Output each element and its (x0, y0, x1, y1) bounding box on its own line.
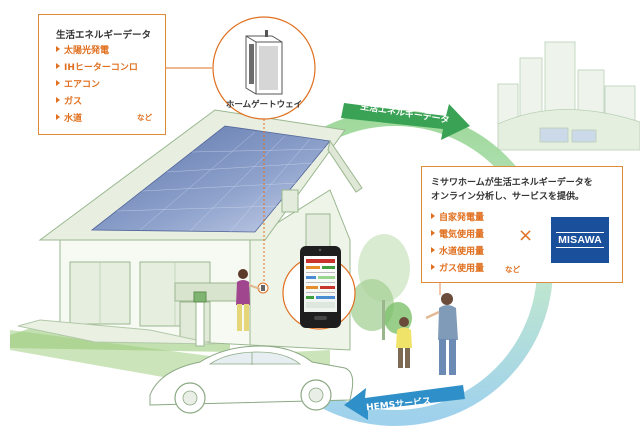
gateway-circle (212, 16, 316, 120)
service-item: ガス使用量 (431, 262, 484, 279)
misawa-logo-text: MISAWA (556, 232, 604, 248)
energy-data-box: 生活エネルギーデータ 太陽光発電 IHヒーターコンロ エアコン ガス 水道 など (38, 14, 166, 135)
bullet-triangle-icon (56, 114, 60, 120)
energy-item: エアコン (56, 78, 161, 95)
bullet-triangle-icon (56, 63, 60, 69)
service-item: 水道使用量 (431, 245, 484, 262)
gateway-label: ホームゲートウェイ (225, 100, 303, 110)
service-item-list: 自家発電量 電気使用量 水道使用量 ガス使用量 (431, 211, 484, 279)
service-item: 自家発電量 (431, 211, 484, 228)
bullet-triangle-icon (431, 247, 435, 253)
service-title-line2: オンライン分析し、サービスを提供。 (431, 192, 585, 202)
service-box-etc: など (505, 265, 520, 274)
bullet-triangle-icon (56, 80, 60, 86)
energy-item-list: 太陽光発電 IHヒーターコンロ エアコン ガス 水道 (56, 44, 161, 129)
energy-item: ガス (56, 95, 161, 112)
woman-figure (236, 269, 261, 331)
energy-item: IHヒーターコンロ (56, 61, 161, 78)
energy-item: 太陽光発電 (56, 44, 161, 61)
man-figure (425, 293, 458, 375)
misawa-logo: MISAWA (551, 217, 609, 263)
smartphone-icon (282, 246, 356, 330)
service-title-line1: ミサワホームが生活エネルギーデータを (431, 178, 593, 188)
service-item: 電気使用量 (431, 228, 484, 245)
energy-item: 水道 (56, 112, 161, 129)
service-box: ミサワホームが生活エネルギーデータを オンライン分析し、サービスを提供。 自家発… (421, 166, 623, 283)
house (17, 109, 363, 351)
energy-box-title: 生活エネルギーデータ (56, 30, 152, 41)
car (149, 345, 354, 414)
trees (350, 234, 412, 340)
city-skyline (497, 41, 640, 151)
energy-data-arrow (341, 103, 470, 140)
hems-service-arrow (344, 385, 465, 420)
child-figure (396, 317, 412, 368)
bullet-triangle-icon (431, 213, 435, 219)
bullet-triangle-icon (56, 97, 60, 103)
multiply-sign: × (518, 225, 534, 246)
service-box-title: ミサワホームが生活エネルギーデータを オンライン分析し、サービスを提供。 (431, 176, 593, 204)
bullet-triangle-icon (56, 46, 60, 52)
energy-box-etc: など (137, 113, 152, 122)
bullet-triangle-icon (431, 230, 435, 236)
server-tower-icon (245, 30, 283, 95)
bullet-triangle-icon (431, 264, 435, 270)
